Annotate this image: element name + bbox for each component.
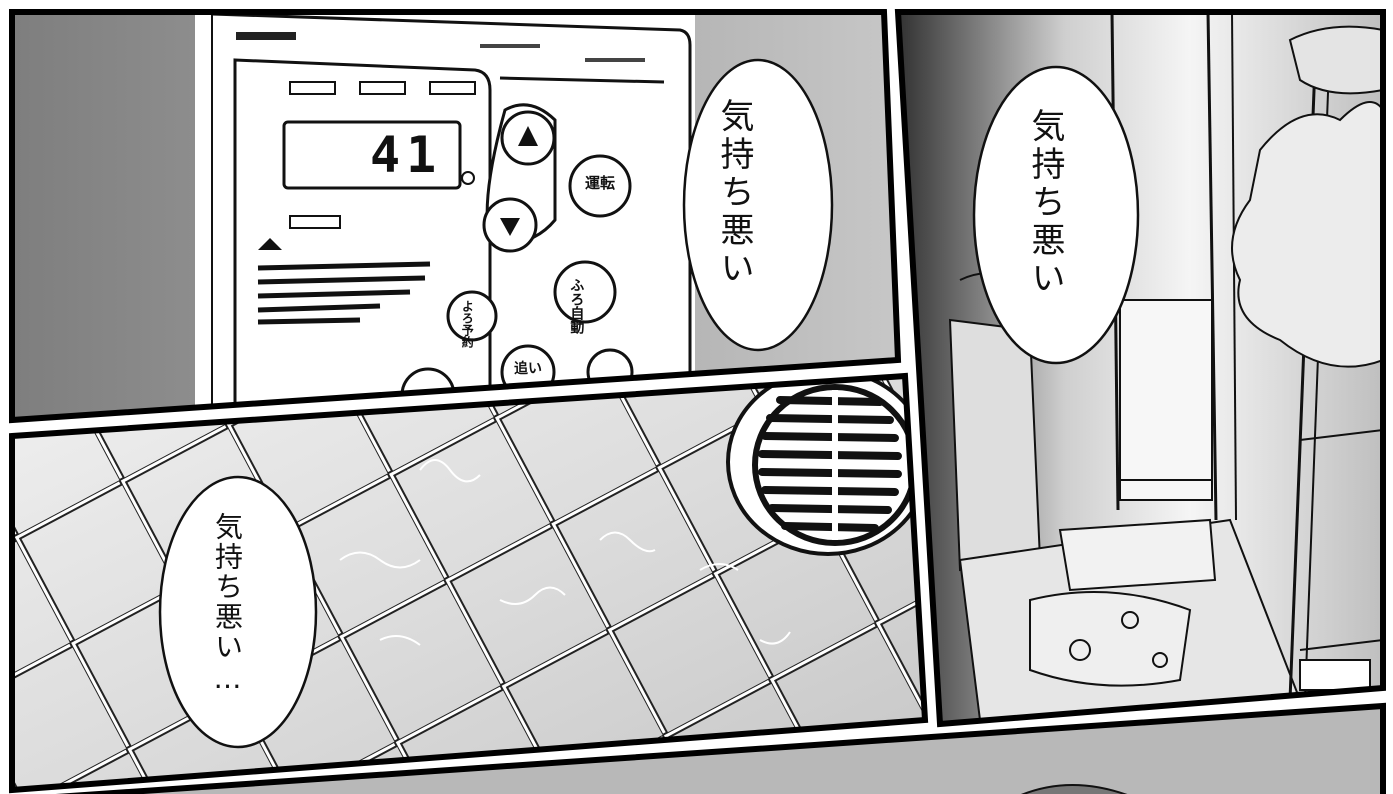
panel-2-border (9, 372, 929, 794)
speech-bubble-2-text: 気持ち悪い (1025, 108, 1065, 298)
speech-bubble-3-text: 気持ち悪い… (211, 512, 244, 697)
panel-tile-floor (12, 376, 925, 790)
panel-bathroom (898, 12, 1383, 724)
furo-jidou-button-label: ふろ自動 (568, 278, 585, 334)
yoyaku-button-label: よろ予約 (460, 300, 475, 348)
unten-button-label: 運転 (585, 174, 616, 192)
speech-bubble-1-text: 気持ち悪い (714, 98, 754, 288)
panel-1-border (9, 9, 902, 424)
panel-control-panel (12, 12, 898, 420)
oidaki-button-label: 追い (514, 361, 542, 377)
panel-3-border (894, 9, 1386, 728)
panel-4-border (55, 702, 1386, 794)
temperature-display: 41 (370, 126, 443, 184)
